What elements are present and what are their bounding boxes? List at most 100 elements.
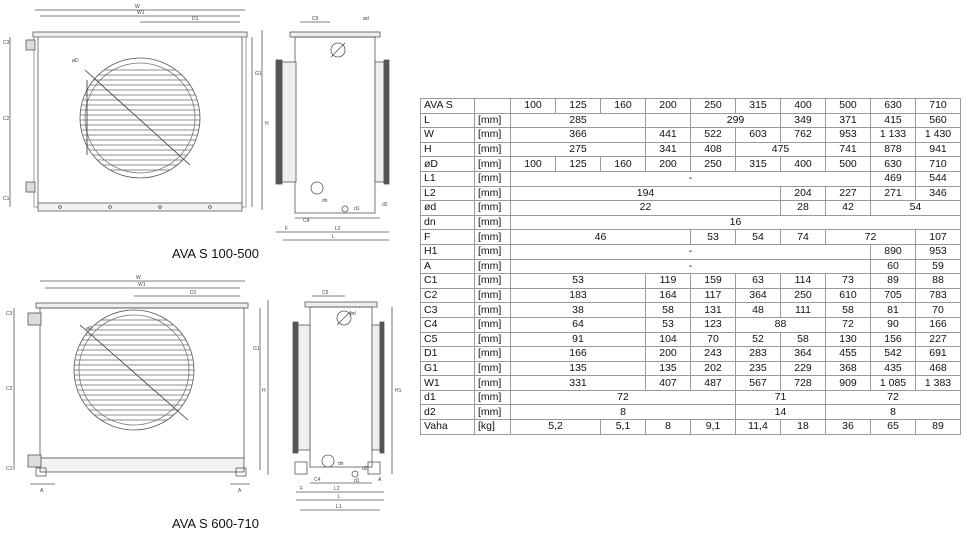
row-label: W <box>420 127 475 143</box>
dim-a: A <box>378 477 382 483</box>
row-label: G1 <box>420 360 475 377</box>
table-cell: 36 <box>825 419 871 435</box>
table-cell: 125 <box>555 156 601 172</box>
row-unit: [mm] <box>474 112 511 129</box>
table-cell: 630 <box>870 156 916 172</box>
table-cell: 953 <box>915 243 961 260</box>
table-cell: 366 <box>510 127 646 143</box>
table-cell: 250 <box>690 156 736 172</box>
table-cell: 54 <box>735 229 781 245</box>
table-cell: 1 430 <box>915 127 961 143</box>
table-cell: 52 <box>735 331 781 348</box>
row-label: C1 <box>420 273 475 289</box>
table-cell: 435 <box>870 360 916 377</box>
table-cell: 1 133 <box>870 127 916 143</box>
table-cell: 60 <box>870 258 916 275</box>
dim-c5: C5 <box>322 290 329 296</box>
table-cell: 164 <box>645 287 691 304</box>
dim-f: F <box>300 486 303 492</box>
table-cell: 14 <box>735 404 826 421</box>
table-cell: 475 <box>735 141 826 158</box>
dimension-table: AVA S 100 125 160 200 250 315 400 500 63… <box>420 98 961 435</box>
table-cell: 18 <box>780 419 826 435</box>
row-label: C3 <box>420 302 475 318</box>
table-cell: 441 <box>645 127 691 143</box>
table-cell: 243 <box>690 346 736 362</box>
table-cell: 469 <box>870 170 916 187</box>
table-cell: 227 <box>915 331 961 348</box>
row-unit: [mm] <box>474 185 511 202</box>
dim-c1: C1 <box>6 466 13 472</box>
table-cell: 65 <box>870 419 916 435</box>
table-cell: 160 <box>600 156 646 172</box>
dim-w: W <box>136 275 141 281</box>
table-cell: 941 <box>915 141 961 158</box>
table-cell: 104 <box>645 331 691 348</box>
table-cell: 9,1 <box>690 419 736 435</box>
header-cell: 400 <box>780 98 826 114</box>
table-cell: 72 <box>825 389 961 406</box>
table-cell: 53 <box>690 229 736 245</box>
header-cell <box>474 98 511 114</box>
table-cell: 741 <box>825 141 871 158</box>
row-unit: [mm] <box>474 375 511 391</box>
table-cell: 610 <box>825 287 871 304</box>
table-cell: 11,4 <box>735 419 781 435</box>
header-cell: 125 <box>555 98 601 114</box>
table-cell: 111 <box>780 302 826 318</box>
table-cell: 542 <box>870 346 916 362</box>
table-cell: 88 <box>735 316 826 333</box>
table-cell: 28 <box>780 200 826 216</box>
row-label: C4 <box>420 316 475 333</box>
table-cell: 407 <box>645 375 691 391</box>
table-cell: 235 <box>735 360 781 377</box>
table-cell: 59 <box>915 258 961 275</box>
row-unit: [mm] <box>474 404 511 421</box>
table-cell: 349 <box>780 112 826 129</box>
dim-l2: L2 <box>334 486 340 492</box>
table-row: dn[mm]16 <box>420 214 961 231</box>
table-cell: 1 383 <box>915 375 961 391</box>
row-label: H <box>420 141 475 158</box>
dim-g1: G1 <box>255 71 262 77</box>
dim-d2: d2 <box>382 202 388 208</box>
table-cell: 364 <box>780 346 826 362</box>
table-header-row: AVA S 100 125 160 200 250 315 400 500 63… <box>420 98 961 114</box>
table-cell: 131 <box>690 302 736 318</box>
table-cell: 331 <box>510 375 646 391</box>
table-cell: 455 <box>825 346 871 362</box>
table-cell: 1 085 <box>870 375 916 391</box>
table-cell: 5,2 <box>510 419 601 435</box>
row-unit: [mm] <box>474 258 511 275</box>
row-label: d2 <box>420 404 475 421</box>
row-unit: [mm] <box>474 273 511 289</box>
dim-c3: C3 <box>3 40 10 46</box>
side-view-bottom-labels: C5 ød dn C4 d1 d2 F L2 L L1 H1 A <box>300 290 402 510</box>
table-cell: 364 <box>735 287 781 304</box>
table-cell: 90 <box>870 316 916 333</box>
dim-h: H <box>262 388 266 394</box>
dim-w: W <box>135 4 140 10</box>
table-cell: 878 <box>870 141 916 158</box>
table-cell: 560 <box>915 112 961 129</box>
header-cell: 315 <box>735 98 781 114</box>
row-label: W1 <box>420 375 475 391</box>
table-cell: 100 <box>510 156 556 172</box>
table-cell: 71 <box>735 389 826 406</box>
header-cell: 250 <box>690 98 736 114</box>
dim-phid: ød <box>350 311 356 317</box>
table-cell: 783 <box>915 287 961 304</box>
table-cell: 53 <box>510 273 646 289</box>
table-cell: 72 <box>825 229 916 245</box>
row-unit: [mm] <box>474 229 511 245</box>
table-cell: 72 <box>825 316 871 333</box>
dim-c3: C3 <box>6 311 13 317</box>
table-cell: 227 <box>825 185 871 202</box>
technical-drawings: W W1 D1 øD G1 H C1 C2 C3 C5 ød dn C4 d1 … <box>3 4 402 511</box>
